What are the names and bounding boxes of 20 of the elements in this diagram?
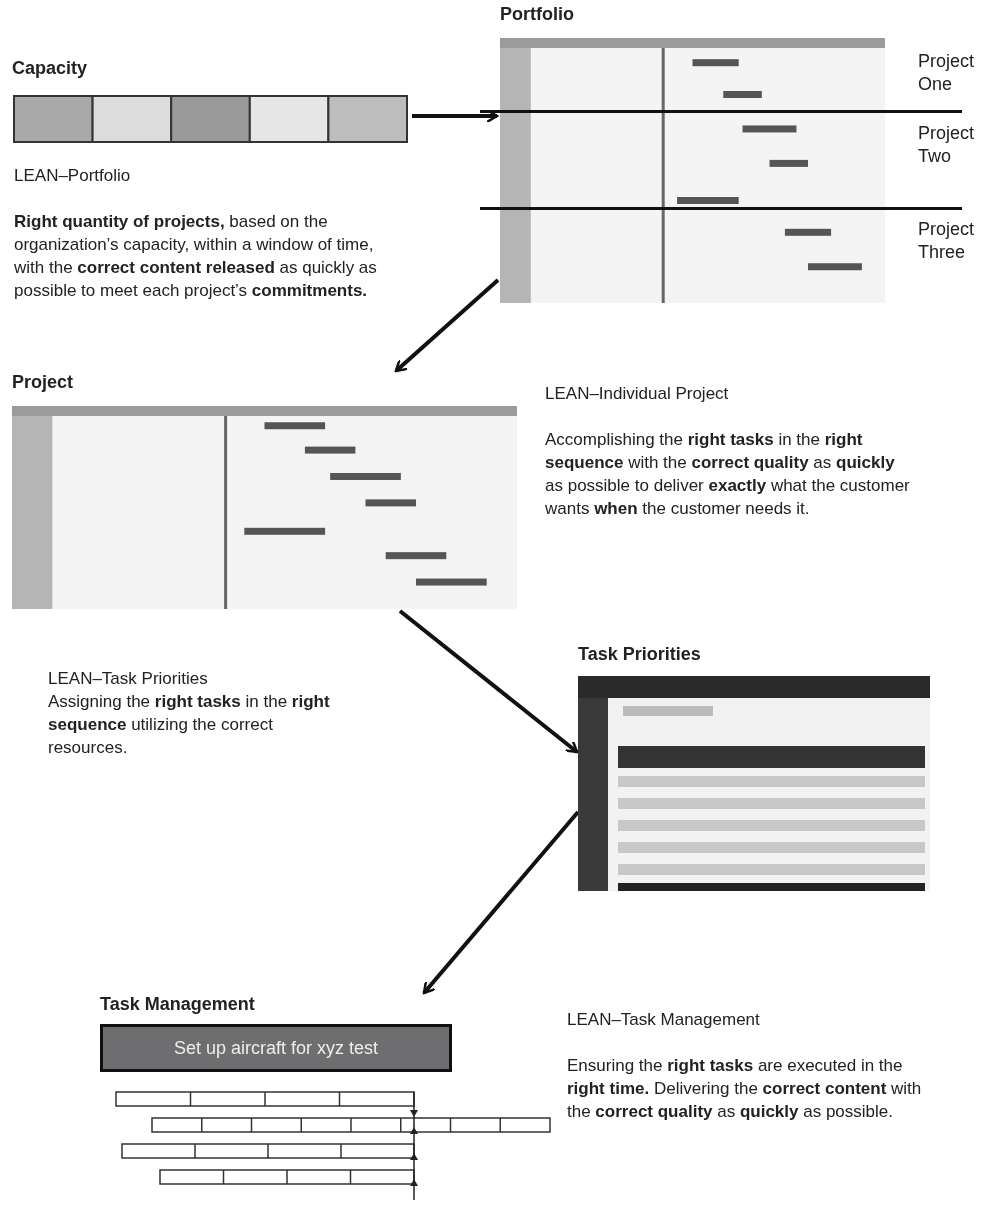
section-title: LEAN–Task Management — [567, 1009, 761, 1031]
heading: Task Priorities — [578, 644, 701, 665]
arrow — [394, 278, 500, 373]
description-text: Accomplishing the right tasks in the right sequence with the correct quality as quickly as possible to deliver exactly what the customer wants when the customer needs it. — [545, 429, 911, 520]
task-banner: Set up aircraft for xyz test — [100, 1024, 452, 1072]
arrow — [422, 810, 580, 995]
arrow — [398, 609, 579, 754]
section-title: LEAN–Portfolio — [14, 165, 132, 187]
section-label: Project Three — [918, 218, 976, 264]
heading: Capacity — [12, 58, 88, 79]
section-title: LEAN–Individual Project — [545, 383, 730, 405]
heading: Task Management — [100, 994, 255, 1015]
section-title: LEAN–Task Priorities — [48, 668, 209, 690]
description-text: Assigning the right tasks in the right sequence utilizing the correct resources. — [48, 691, 331, 759]
description-text: Right quantity of projects, based on the organization’s capacity, within a window of time, with the correct content released as quickly as possible to meet each project’s commitments. — [14, 211, 378, 302]
section-label: Project Two — [918, 122, 976, 168]
description-text: Ensuring the right tasks are executed in the right time. Delivering the correct content with the correct quality as quickly as possible. — [567, 1055, 923, 1123]
heading: Portfolio — [500, 4, 574, 25]
section-label: Project One — [918, 50, 976, 96]
heading: Project — [12, 372, 74, 393]
